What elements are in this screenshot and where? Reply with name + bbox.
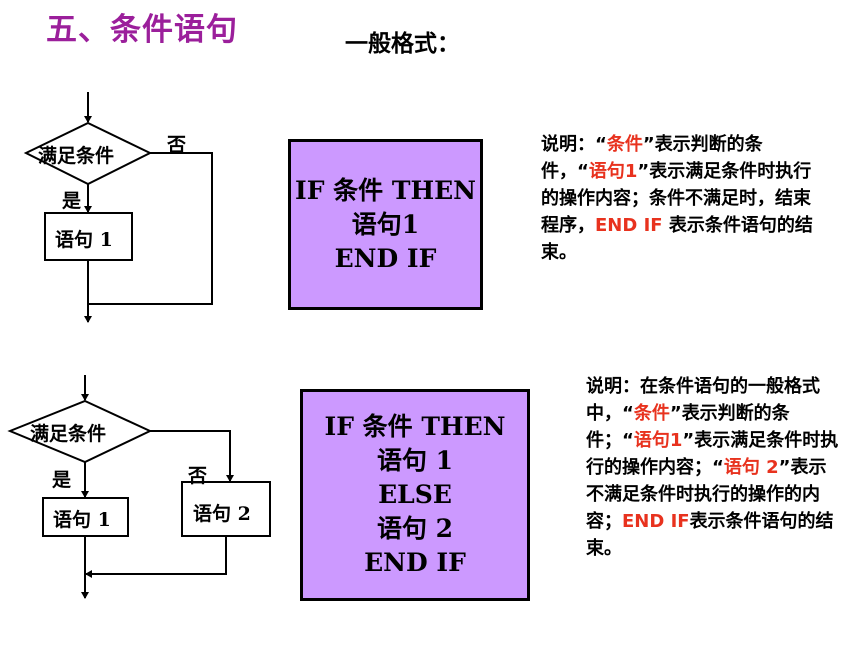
note1-highlight-endif: END IF bbox=[595, 215, 663, 236]
note-1: 说明：“条件”表示判断的条件，“语句1”表示满足条件时执行的操作内容；条件不满足… bbox=[541, 131, 819, 266]
flow1-no-label: 否 bbox=[167, 134, 187, 156]
flow1-no-line bbox=[88, 152, 213, 305]
note1-highlight-condition: 条件 bbox=[606, 134, 643, 155]
note-2: 说明：在条件语句的一般格式中，“条件”表示判断的条件；“语句1”表示满足条件时执… bbox=[586, 373, 844, 562]
note2-highlight-condition: 条件 bbox=[633, 403, 670, 424]
code2-line-2: 语句 1 bbox=[376, 446, 454, 475]
code2-line-5: END IF bbox=[364, 548, 466, 577]
flowchart-1 bbox=[23, 92, 213, 323]
code1-line-1: IF 条件 THEN bbox=[295, 175, 476, 205]
note2-quote-open-2: “ bbox=[622, 430, 634, 451]
note2-text-2: 表示判断的条件； bbox=[586, 403, 790, 451]
note2-text-3: ”表示满足条件时执行的操作内容； bbox=[586, 430, 839, 478]
flowchart-2 bbox=[7, 375, 271, 599]
note1-quote-open-2: “ bbox=[577, 161, 589, 182]
note2-text-1: 说明：在条件语句的一般格式中， bbox=[586, 376, 820, 424]
note1-text-3: ”表示满足条件时执行的操作内容；条件不满足时，结束程序， bbox=[541, 161, 812, 236]
note2-highlight-statement1: 语句1 bbox=[633, 430, 683, 451]
note2-quote-open: “ bbox=[622, 403, 634, 424]
flow2-statement2-label: 语句 2 bbox=[193, 503, 251, 525]
code-box-1: IF 条件 THEN 语句1 END IF bbox=[288, 139, 483, 310]
flow2-statement1-label: 语句 1 bbox=[53, 509, 111, 531]
note1-highlight-statement: 语句1 bbox=[588, 161, 638, 182]
page-subtitle: 一般格式： bbox=[345, 31, 460, 57]
code2-line-4: 语句 2 bbox=[376, 514, 454, 543]
note2-highlight-endif: END IF bbox=[622, 511, 690, 532]
flow2-no-label: 否 bbox=[188, 465, 208, 487]
note2-quote-close: ” bbox=[669, 403, 682, 424]
note2-text-5: 表示条件语句的结束。 bbox=[586, 511, 834, 559]
flow2-condition-label: 满足条件 bbox=[30, 423, 107, 445]
flow2-statement2-exit-line bbox=[85, 536, 227, 578]
note1-text-1: 说明： bbox=[541, 134, 595, 155]
flow1-statement1-label: 语句 1 bbox=[55, 229, 113, 251]
code-box-2: IF 条件 THEN 语句 1 ELSE 语句 2 END IF bbox=[300, 389, 530, 601]
flow2-no-line bbox=[150, 430, 234, 482]
code1-line-2: 语句1 bbox=[351, 209, 420, 239]
flow1-condition-label: 满足条件 bbox=[38, 145, 115, 167]
flow2-statement2-box bbox=[181, 481, 271, 537]
note2-quote-open-3: “ bbox=[712, 457, 724, 478]
page-title: 五、条件语句 bbox=[46, 12, 238, 48]
code1-line-3: END IF bbox=[334, 243, 437, 273]
note1-quote-close: ” bbox=[642, 134, 655, 155]
note1-text-4: 表示条件语句的结束。 bbox=[541, 215, 813, 263]
code2-line-1: IF 条件 THEN bbox=[324, 412, 506, 441]
note1-text-2: 表示判断的条件， bbox=[541, 134, 763, 182]
note2-text-4: ”表示不满足条件时执行的操作的内容； bbox=[586, 457, 827, 532]
flow2-statement1-box bbox=[42, 497, 129, 537]
code2-line-3: ELSE bbox=[378, 480, 452, 509]
note1-quote-open: “ bbox=[595, 134, 607, 155]
flow1-statement1-box bbox=[44, 212, 133, 261]
note2-highlight-statement2: 语句 2 bbox=[723, 457, 779, 478]
flow2-yes-label: 是 bbox=[52, 469, 72, 491]
flow1-yes-label: 是 bbox=[62, 190, 82, 212]
